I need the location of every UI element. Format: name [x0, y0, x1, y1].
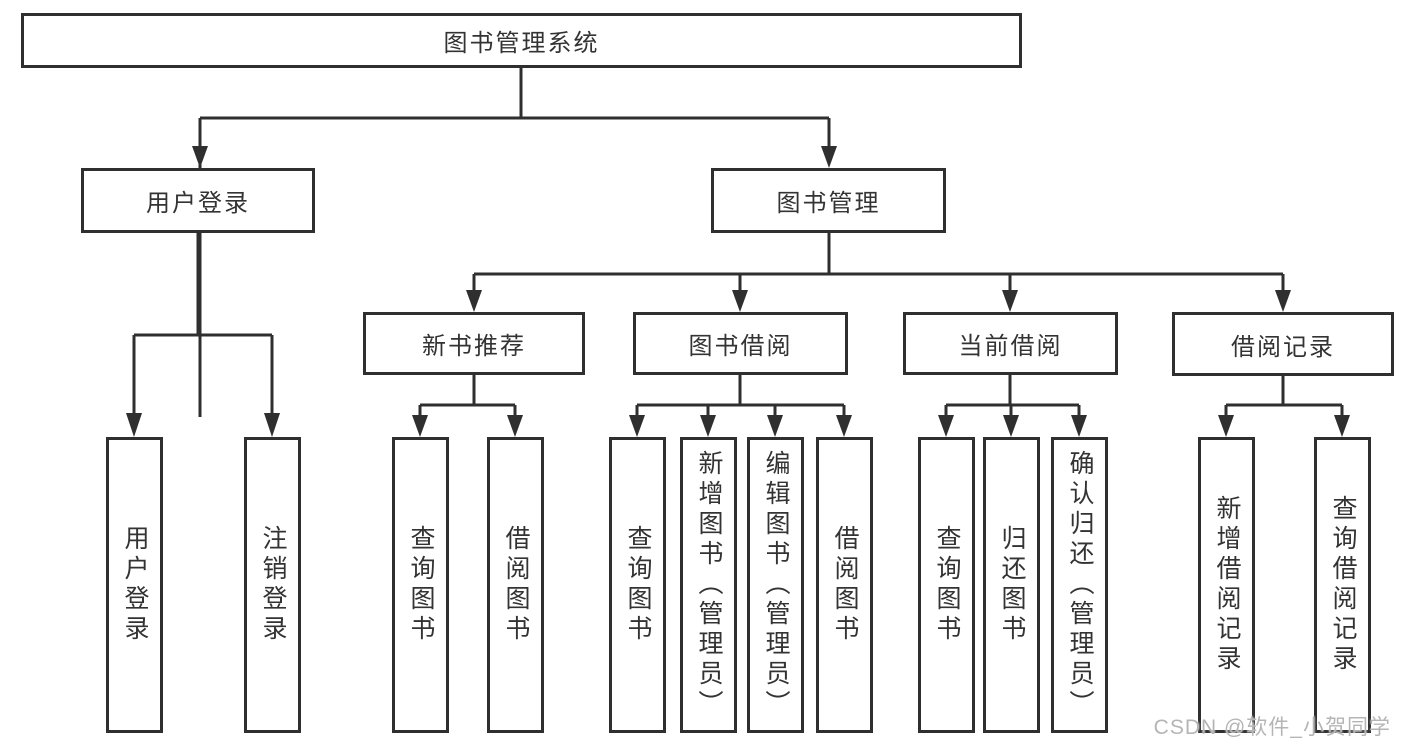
- leaf-label: 新增图书（管理员）: [695, 450, 723, 720]
- arrowhead-bookmgmt: [821, 146, 837, 168]
- arrowhead-leaf-user-login: [126, 413, 142, 437]
- leaf-query-books: 查询图书: [918, 437, 975, 733]
- arrowhead-bookborrow: [732, 290, 748, 312]
- node-user-login: 用户登录: [81, 168, 315, 233]
- connector-borrowrecords-to-leaves: [1224, 375, 1344, 417]
- node-label: 图书借阅: [688, 333, 793, 360]
- arrowhead-nb-1: [507, 415, 523, 437]
- leaf-borrow-books: 借阅图书: [487, 437, 544, 733]
- leaf-label: 用户登录: [121, 525, 149, 645]
- arrowhead-br-1: [1334, 415, 1350, 437]
- node-library-management-system: 图书管理系统: [21, 13, 1022, 68]
- leaf-label: 查询图书: [407, 525, 435, 645]
- leaf-label: 借阅图书: [502, 525, 530, 645]
- leaf-label: 归还图书: [998, 525, 1026, 645]
- leaf-edit-books-admin: 编辑图书（管理员）: [747, 437, 804, 733]
- leaf-label: 新增借阅记录: [1213, 495, 1241, 675]
- arrowhead-br-0: [1218, 415, 1234, 437]
- connector-newbook-to-leaves: [418, 375, 517, 417]
- arrowhead-bb-3: [836, 415, 852, 437]
- node-current-borrow: 当前借阅: [903, 312, 1118, 375]
- leaf-label: 编辑图书（管理员）: [762, 450, 790, 720]
- arrowhead-newbook: [466, 290, 482, 312]
- leaf-add-borrow-record: 新增借阅记录: [1198, 437, 1255, 733]
- connector-bookborrow-to-leaves: [635, 375, 846, 417]
- leaf-label: 注销登录: [259, 525, 287, 645]
- leaf-user-login: 用户登录: [106, 437, 163, 733]
- node-label: 借阅记录: [1231, 333, 1335, 361]
- leaf-label: 借阅图书: [831, 525, 859, 645]
- node-label: 用户登录: [146, 190, 250, 217]
- leaf-add-books-admin: 新增图书（管理员）: [680, 437, 737, 733]
- leaf-logout: 注销登录: [244, 437, 301, 733]
- arrowhead-leaf-logout: [264, 413, 280, 437]
- connector-bookmgmt-to-level3: [472, 233, 1285, 292]
- leaf-label: 确认归还（管理员）: [1066, 450, 1094, 720]
- arrowhead-bb-2: [767, 415, 783, 437]
- arrowhead-nb-0: [412, 415, 428, 437]
- node-label: 图书管理: [776, 190, 881, 217]
- arrowhead-cb-1: [1003, 415, 1019, 437]
- leaf-return-books: 归还图书: [983, 437, 1040, 733]
- arrowhead-cb-2: [1071, 415, 1087, 437]
- leaf-query-borrow-record: 查询借阅记录: [1314, 437, 1371, 733]
- node-label: 新书推荐: [422, 333, 526, 360]
- leaf-label: 查询图书: [933, 525, 961, 645]
- leaf-label: 查询图书: [624, 525, 652, 645]
- node-label: 图书管理系统: [443, 30, 600, 57]
- arrowhead-borrowrecords: [1275, 290, 1291, 312]
- node-book-management: 图书管理: [711, 168, 946, 233]
- connector-root-to-level2: [198, 68, 831, 417]
- connector-currentborrow-to-leaves: [944, 375, 1081, 417]
- csdn-watermark: CSDN @软件_小贺同学: [1153, 716, 1391, 739]
- leaf-label: 查询借阅记录: [1329, 495, 1357, 675]
- leaf-confirm-return-admin: 确认归还（管理员）: [1051, 437, 1108, 733]
- leaf-borrow-books: 借阅图书: [816, 437, 873, 733]
- connector-userlogin-to-leaves: [132, 233, 274, 415]
- node-new-book-recommend: 新书推荐: [363, 312, 585, 375]
- arrowhead-currentborrow: [1002, 290, 1018, 312]
- node-label: 当前借阅: [958, 333, 1063, 360]
- leaf-query-books: 查询图书: [609, 437, 666, 733]
- arrowhead-cb-0: [938, 415, 954, 437]
- node-borrow-records: 借阅记录: [1172, 312, 1394, 376]
- arrowhead-bb-1: [700, 415, 716, 437]
- leaf-query-books: 查询图书: [392, 437, 449, 733]
- arrowhead-userlogin: [192, 146, 208, 168]
- arrowhead-bb-0: [629, 415, 645, 437]
- node-book-borrow: 图书借阅: [633, 312, 848, 375]
